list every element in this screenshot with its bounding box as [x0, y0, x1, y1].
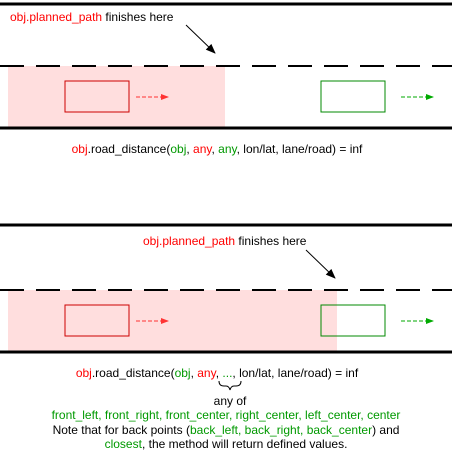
formula-sep1: ,	[190, 366, 198, 380]
formula-sep2: ,	[215, 366, 223, 380]
note-part2: ) and	[372, 423, 400, 437]
formula-sep2: ,	[211, 142, 219, 156]
back-points-note-line2: closest, the method will return defined …	[105, 437, 348, 451]
planned-path-highlight-top	[8, 66, 225, 128]
path-end-annotation-bottom: obj.planned_path finishes here	[143, 234, 306, 248]
road-distance-formula-bottom: obj.road_distance(obj, any, ..., lon/lat…	[76, 366, 358, 380]
formula-method: .road_distance(	[87, 142, 171, 156]
annotation-rest: finishes here	[235, 234, 307, 248]
formula-tail: , lon/lat, lane/road) = inf	[232, 366, 359, 380]
planned-path-highlight-bottom	[8, 290, 337, 352]
ego-vehicle-bottom	[64, 304, 130, 337]
formula-prefix: obj	[75, 366, 92, 380]
formula-arg2: any	[197, 366, 216, 380]
formula-method: .road_distance(	[91, 366, 175, 380]
note-part3: , the method will return defined values.	[141, 437, 348, 451]
ego-vehicle-top	[64, 80, 130, 113]
formula-arg2: any	[193, 142, 212, 156]
formula-arg1: obj	[170, 142, 187, 156]
formula-tail: , lon/lat, lane/road) = inf	[236, 142, 363, 156]
note-closest: closest	[104, 437, 142, 451]
path-end-annotation-top: obj.planned_path finishes here	[10, 10, 173, 24]
formula-prefix: obj	[71, 142, 88, 156]
road-distance-formula-top: obj.road_distance(obj, any, any, lon/lat…	[72, 142, 363, 156]
annotation-obj-ref: obj.planned_path	[10, 10, 103, 24]
back-points-note-line1: Note that for back points (back_left, ba…	[53, 423, 400, 437]
formula-arg1: obj	[174, 366, 191, 380]
point-options-list: front_left, front_right, front_center, r…	[51, 408, 401, 422]
note-back-points: back_left, back_right, back_center	[189, 423, 373, 437]
other-vehicle-top	[320, 80, 386, 113]
formula-sep1: ,	[186, 142, 194, 156]
any-of-label: any of	[213, 394, 247, 408]
other-vehicle-bottom	[320, 304, 386, 337]
annotation-obj-ref: obj.planned_path	[143, 234, 236, 248]
args-brace	[218, 380, 242, 391]
note-part1: Note that for back points (	[52, 423, 190, 437]
formula-arg3: ...	[222, 366, 233, 380]
path-end-pointer-bottom	[305, 249, 336, 279]
formula-arg3: any	[218, 142, 237, 156]
path-end-pointer-top	[185, 24, 216, 54]
annotation-rest: finishes here	[102, 10, 174, 24]
